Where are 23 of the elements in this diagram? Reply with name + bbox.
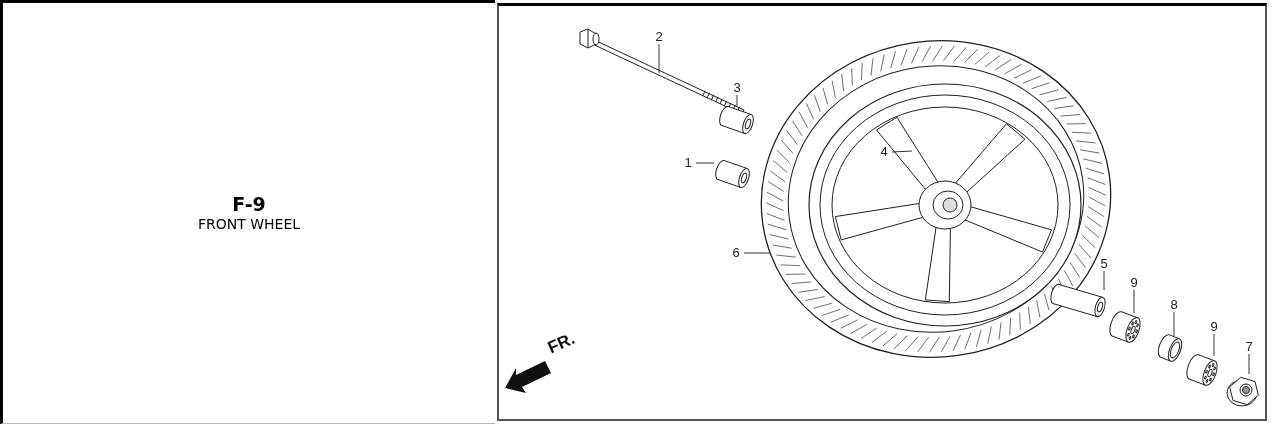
leader-line — [736, 94, 738, 107]
leader-line — [891, 150, 913, 153]
callout-number: 9 — [1210, 320, 1218, 334]
callout-number: 3 — [733, 81, 741, 95]
leader-line — [1173, 311, 1175, 337]
leader-line — [695, 162, 715, 164]
leader-line — [1103, 270, 1105, 291]
leader-line — [1133, 289, 1135, 314]
callout-number: 2 — [655, 30, 663, 44]
callout-number: 1 — [684, 156, 692, 170]
title: F-9 — [232, 193, 266, 216]
callout-number: 5 — [1100, 257, 1108, 271]
callout-number: 4 — [880, 145, 888, 159]
leader-line — [658, 43, 660, 74]
callout-number: 7 — [1245, 340, 1253, 354]
leader-line — [1248, 353, 1250, 375]
direction-label: FR. — [545, 328, 579, 359]
callout-number: 6 — [732, 246, 740, 260]
leader-line — [1213, 333, 1215, 357]
callout-number: 8 — [1170, 298, 1178, 312]
callout-number: 9 — [1130, 276, 1138, 290]
leader-line — [743, 252, 771, 254]
caption: FRONT WHEEL — [197, 215, 301, 233]
